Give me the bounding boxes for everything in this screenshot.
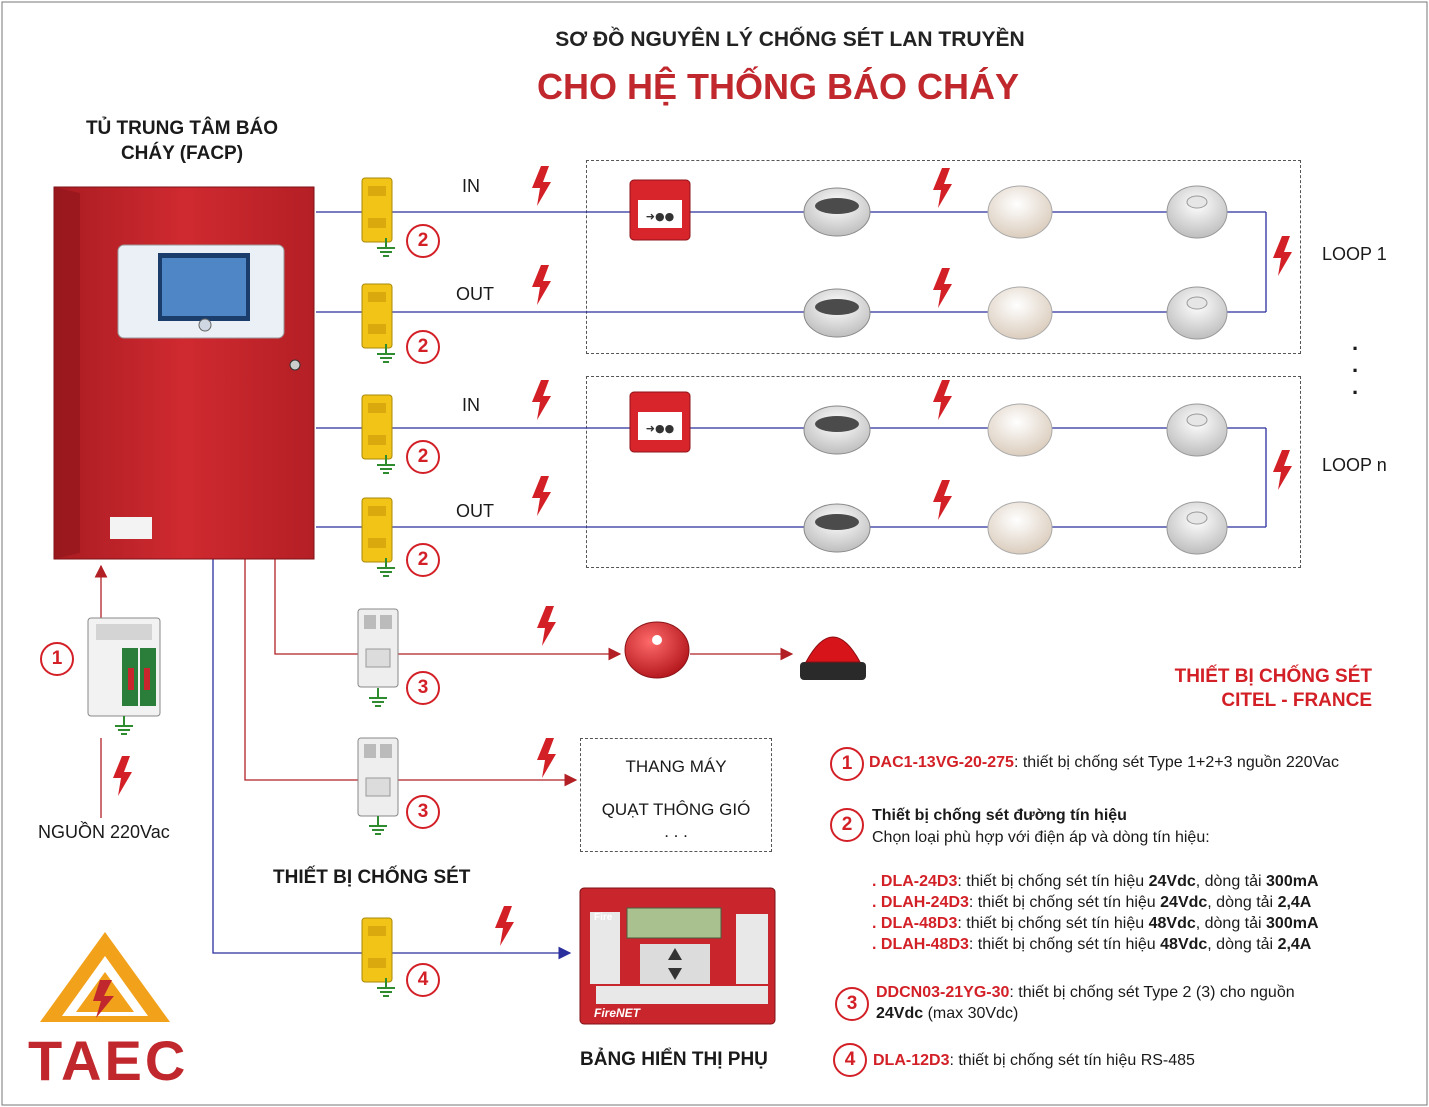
signal-item-voltage: 48Vdc (1160, 936, 1208, 953)
equipment-line-3: . . . (664, 822, 688, 841)
heat-detectors (987, 185, 1053, 555)
taec-logo-text: TAEC (28, 1029, 189, 1092)
multi-detectors (1166, 185, 1228, 555)
signal-item-current: 2,4A (1277, 936, 1312, 953)
label-loop-1: LOOP 1 (1322, 244, 1387, 264)
signal-item-text: , dòng tải (1195, 873, 1267, 890)
panel-screen-text: FireNET (594, 1006, 641, 1020)
svg-text:➜●●: ➜●● (646, 210, 674, 223)
marker-4: 4 (406, 963, 440, 997)
signal-item-current: 300mA (1266, 915, 1319, 932)
label-out-1: OUT (456, 284, 494, 304)
ground-symbols (115, 238, 395, 997)
label-in-2: IN (462, 395, 480, 415)
panel-label: BẢNG HIỂN THỊ PHỤ (580, 1049, 768, 1070)
signal-item-voltage: 24Vdc (1148, 873, 1196, 890)
legend-marker-4: 4 (833, 1043, 867, 1077)
marker-2: 2 (406, 330, 440, 364)
equipment-line-1: THANG MÁY (625, 757, 727, 776)
legend-item-2-heading: Thiết bị chống sét đường tín hiệu (872, 807, 1127, 824)
ellipsis-dot-3: . (1352, 374, 1359, 399)
legend-item-3-text: : thiết bị chống sét Type 2 (3) cho nguồ… (1009, 984, 1295, 1001)
legend-marker-2: 2 (830, 808, 864, 842)
signal-item: . DLA-24D3: thiết bị chống sét tín hiệu … (872, 873, 1319, 891)
spd-label: THIẾT BỊ CHỐNG SÉT (273, 867, 471, 888)
legend-item-2-sub: Chọn loại phù hợp với điện áp và dòng tí… (872, 829, 1210, 846)
loop-wires (212, 211, 1267, 960)
label-out-2: OUT (456, 501, 494, 521)
spd-signal-devices (361, 177, 393, 983)
marker-3: 3 (406, 671, 440, 705)
signal-item-current: 2,4A (1277, 894, 1312, 911)
signal-item-text: : thiết bị chống sét tín hiệu (968, 894, 1161, 911)
marker-2: 2 (406, 543, 440, 577)
ellipsis-dot-2: . (1352, 352, 1359, 377)
panel-fire-text: Fire (594, 912, 613, 923)
facp-cabinet (53, 186, 315, 560)
equipment-line-2: QUẠT THÔNG GIÓ (601, 800, 751, 819)
signal-item: . DLA-48D3: thiết bị chống sét tín hiệu … (872, 915, 1319, 933)
red-wires (94, 538, 794, 818)
legend-item-3-code: DDCN03-21YG-30 (876, 984, 1010, 1001)
signal-item-current: 300mA (1266, 873, 1319, 890)
title-line-1: SƠ ĐỒ NGUYÊN LÝ CHỐNG SÉT LAN TRUYỀN (555, 28, 1025, 51)
label-in-1: IN (462, 176, 480, 196)
legend-marker-1: 1 (830, 747, 864, 781)
brand-line-1: THIẾT BỊ CHỐNG SÉT (1174, 666, 1372, 687)
title-line-2: CHO HỆ THỐNG BÁO CHÁY (536, 66, 1019, 107)
signal-item-voltage: 48Vdc (1148, 915, 1196, 932)
legend-item-3-line2: 24Vdc (max 30Vdc) (876, 1005, 1018, 1023)
signal-item-text: : thiết bị chống sét tín hiệu (957, 915, 1149, 932)
equipment-box (580, 738, 772, 852)
signal-item-voltage: 24Vdc (1160, 894, 1208, 911)
legend-item-4: DLA-12D3: thiết bị chống sét tín hiệu RS… (873, 1052, 1195, 1070)
signal-item: . DLAH-48D3: thiết bị chống sét tín hiệu… (872, 936, 1311, 954)
signal-item-text: , dòng tải (1207, 894, 1278, 911)
taec-logo-mark (40, 932, 170, 1022)
signal-item-code: . DLAH-48D3 (872, 936, 969, 953)
marker-3: 3 (406, 795, 440, 829)
ellipsis-dot-1: . (1352, 330, 1359, 355)
facp-label: TỦ TRUNG TÂM BÁO CHÁY (FACP) (85, 118, 279, 164)
signal-item-text: , dòng tải (1195, 915, 1267, 932)
alarm-bell (624, 621, 690, 679)
signal-item-text: : thiết bị chống sét tín hiệu (957, 873, 1149, 890)
legend-item-1: DAC1-13VG-20-275: thiết bị chống sét Typ… (869, 754, 1339, 772)
smoke-detectors (803, 187, 871, 553)
lightning-bolts (113, 166, 1292, 946)
legend-marker-3: 3 (835, 987, 869, 1021)
remote-panel (579, 887, 776, 1025)
legend-item-3-voltage: 24Vdc (876, 1005, 924, 1022)
loopn-box (586, 376, 1301, 568)
legend-item-4-code: DLA-12D3 (873, 1052, 950, 1069)
marker-1: 1 (40, 642, 74, 676)
legend-item-3: DDCN03-21YG-30: thiết bị chống sét Type … (876, 984, 1295, 1002)
marker-2: 2 (406, 440, 440, 474)
label-loop-n: LOOP n (1322, 455, 1387, 475)
signal-item-code: . DLA-48D3 (872, 915, 958, 932)
legend-item-1-text: : thiết bị chống sét Type 1+2+3 nguồn 22… (1013, 754, 1339, 771)
signal-item-text: , dòng tải (1207, 936, 1278, 953)
legend-item-4-text: : thiết bị chống sét tín hiệu RS-485 (949, 1052, 1195, 1069)
strobe-light (800, 636, 866, 680)
loop1-box (586, 160, 1301, 354)
legend-item-3-max: (max 30Vdc) (923, 1005, 1019, 1022)
spd-power-devices (87, 608, 399, 817)
signal-item: . DLAH-24D3: thiết bị chống sét tín hiệu… (872, 894, 1311, 912)
svg-text:➜●●: ➜●● (646, 422, 674, 435)
power-label: NGUỒN 220Vac (38, 822, 170, 842)
legend-item-1-code: DAC1-13VG-20-275 (869, 754, 1014, 771)
signal-item-text: : thiết bị chống sét tín hiệu (968, 936, 1161, 953)
marker-2: 2 (406, 224, 440, 258)
manual-call-points: ➜●● ➜●● (629, 179, 691, 453)
brand-line-2: CITEL - FRANCE (1221, 690, 1372, 711)
signal-item-code: . DLAH-24D3 (872, 894, 969, 911)
signal-item-code: . DLA-24D3 (872, 873, 958, 890)
